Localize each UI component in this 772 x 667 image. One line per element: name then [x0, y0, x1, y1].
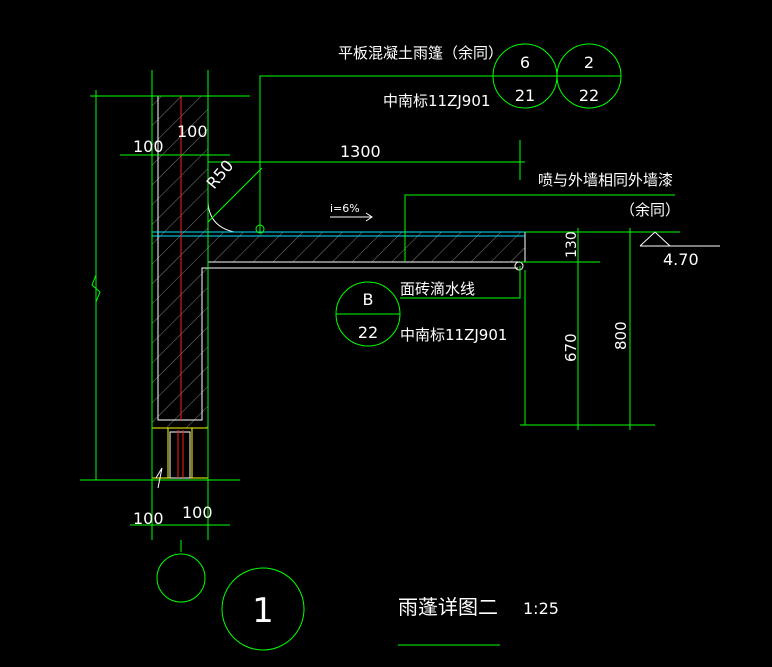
- dim-length: 1300: [340, 142, 381, 161]
- ref-bubble-3: B 22: [335, 281, 401, 347]
- note-canopy-type: 平板混凝土雨篷（余同）: [338, 44, 503, 62]
- detail-number-circle: [221, 567, 305, 651]
- detail-scale: 1:25: [523, 599, 559, 618]
- ref2-top: 2: [584, 53, 594, 72]
- detail-title: 雨蓬详图二: [398, 595, 498, 619]
- dim-wall-right: 100: [177, 122, 208, 141]
- ref3-top: B: [363, 290, 374, 309]
- dim-bottom-right: 100: [182, 503, 213, 522]
- note-standard-2: 中南标11ZJ901: [400, 326, 507, 344]
- dim-slope: i=6%: [330, 202, 360, 215]
- ref-bubble-1: 6 21: [492, 43, 558, 109]
- dim-total: 800: [612, 321, 630, 350]
- detail-number: 1: [252, 591, 274, 631]
- brick-section: [151, 427, 209, 479]
- note-standard-1: 中南标11ZJ901: [383, 92, 490, 110]
- dim-drop: 670: [562, 333, 580, 362]
- drip-groove: [514, 261, 524, 271]
- elevation-value: 4.70: [663, 250, 699, 269]
- ref3-bottom: 22: [358, 323, 378, 342]
- ref2-bottom: 22: [579, 86, 599, 105]
- dim-bottom-left: 100: [133, 509, 164, 528]
- note-paint: 喷与外墙相同外墙漆: [538, 171, 673, 189]
- ref1-bottom: 21: [515, 86, 535, 105]
- ref-bubble-2: 2 22: [556, 43, 622, 109]
- dim-wall-left: 100: [133, 137, 164, 156]
- note-same: （余同）: [620, 201, 680, 219]
- note-drip: 面砖滴水线: [400, 280, 475, 298]
- ref1-top: 6: [520, 53, 530, 72]
- dim-thickness: 130: [564, 231, 580, 258]
- dimension-lines: [80, 70, 720, 603]
- axis-bubble: [156, 553, 206, 603]
